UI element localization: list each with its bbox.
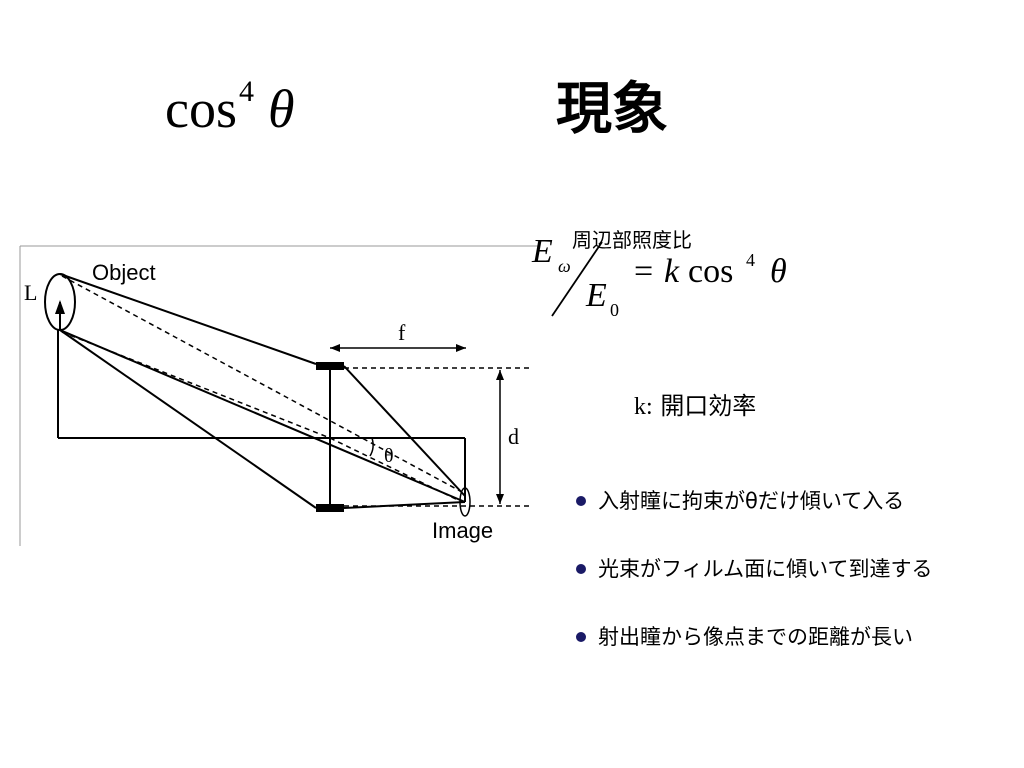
label-image: Image [432, 518, 493, 543]
bullet-text: 光束がフィルム面に傾いて到達する [598, 557, 933, 581]
ray-top-to-image [343, 365, 466, 497]
ray-dashed-3 [329, 437, 463, 503]
k-description: 開口効率 [660, 392, 757, 420]
ray-top-solid [59, 273, 317, 365]
title-formula-exponent: 4 [238, 75, 254, 108]
eq-theta: θ [770, 253, 787, 290]
bullet-text: 射出瞳から像点までの距離が長い [598, 625, 913, 649]
label-theta: θ [384, 445, 394, 467]
ray-dashed-1 [61, 275, 463, 493]
ray-dashed-2 [61, 331, 331, 439]
image-ellipse [459, 487, 471, 517]
label-object: Object [92, 260, 156, 285]
eq-numerator-sub: ω [558, 256, 571, 276]
bullet-item: 射出瞳から像点までの距離が長い [576, 620, 933, 654]
eq-numerator: E [531, 233, 553, 270]
eq-k: k [664, 253, 680, 290]
eq-exponent: 4 [746, 250, 755, 270]
d-arrow-top [496, 370, 504, 380]
k-symbol: k: [634, 394, 653, 420]
aperture-bottom [316, 504, 344, 512]
ray-chief-solid [59, 329, 466, 503]
object-arrow-head [55, 300, 65, 314]
f-arrow-left [330, 344, 340, 352]
eq-fraction-slash [551, 241, 603, 317]
illuminance-ratio-equation: E ω E 0 = k cos 4 θ [531, 233, 787, 320]
optics-diagram: L Object f d θ Image [19, 245, 540, 546]
eq-denominator: E [585, 277, 607, 314]
d-arrow-bottom [496, 494, 504, 504]
label-d: d [508, 424, 519, 449]
aperture-top [316, 362, 344, 370]
equation-label: 周辺部照度比 [572, 228, 692, 252]
page-title: 現象 [556, 77, 668, 142]
f-arrow-right [456, 344, 466, 352]
bullet-dot-icon [576, 496, 586, 506]
eq-cos: cos [688, 253, 733, 290]
label-L: L [24, 280, 37, 305]
ray-bottom-to-image [343, 501, 466, 509]
ray-bottom-solid [59, 329, 317, 509]
theta-arc [369, 437, 374, 457]
title-formula-base: cos [165, 79, 237, 139]
eq-equals: = [634, 253, 653, 290]
bullet-list: 入射瞳に拘束がθだけ傾いて入る 光束がフィルム面に傾いて到達する 射出瞳から像点… [576, 484, 933, 688]
k-note: k: 開口効率 [634, 386, 756, 421]
title-formula-symbol: θ [267, 79, 295, 139]
eq-denominator-sub: 0 [610, 300, 619, 320]
label-f: f [398, 320, 406, 345]
bullet-dot-icon [576, 564, 586, 574]
bullet-item: 入射瞳に拘束がθだけ傾いて入る [576, 484, 933, 518]
bullet-item: 光束がフィルム面に傾いて到達する [576, 552, 933, 586]
bullet-text: 入射瞳に拘束がθだけ傾いて入る [598, 489, 905, 513]
bullet-dot-icon [576, 632, 586, 642]
